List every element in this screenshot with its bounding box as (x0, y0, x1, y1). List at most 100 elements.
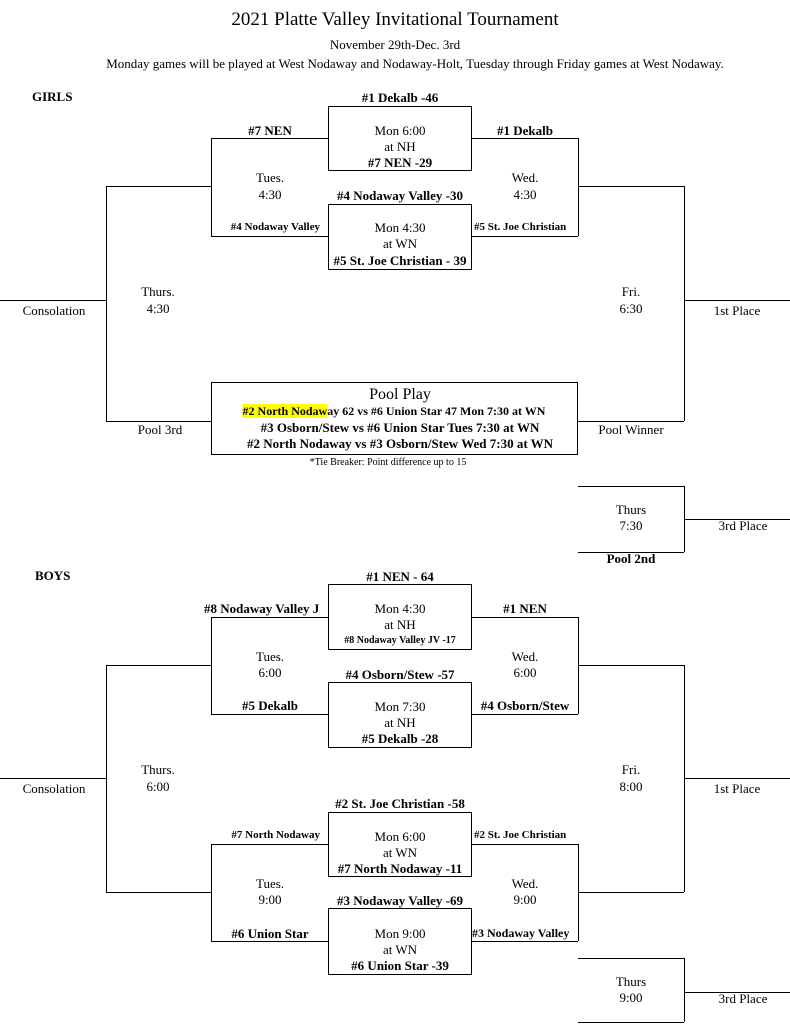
girls-third-top-line (578, 486, 684, 487)
girls-game2-location: at WN (382, 236, 418, 251)
date-range: November 29th-Dec. 3rd (329, 37, 461, 52)
girls-thurs-day: Thurs. (141, 284, 175, 299)
girls-pool-3rd-label: Pool 3rd (137, 422, 183, 437)
boys-game2-top-team: #4 Osborn/Stew -57 (345, 667, 455, 682)
boys-tues2-connector (211, 844, 212, 941)
boys-consolation-label: Consolation (22, 781, 86, 796)
girls-third-place-line (684, 519, 790, 520)
pool-play-game2: #3 Osborn/Stew vs #6 Union Star Tues 7:3… (260, 420, 540, 435)
boys-tues1-bottom-line (211, 714, 328, 715)
boys-tues2-top-line (211, 844, 328, 845)
boys-game4-box (328, 908, 472, 975)
boys-third-bottom-line (578, 1022, 684, 1023)
girls-third-time: 7:30 (619, 518, 643, 533)
girls-consolation-line (0, 300, 106, 301)
pool-play-game1-rest: ay 62 vs #6 Union Star 47 Mon 7:30 at WN (327, 404, 546, 418)
boys-third-place-label: 3rd Place (718, 991, 768, 1006)
boys-thurs-top-line (106, 665, 211, 666)
boys-third-place-line (684, 992, 790, 993)
boys-thurs-day: Thurs. (141, 762, 175, 777)
boys-game3-top-team: #2 St. Joe Christian -58 (335, 796, 465, 811)
girls-tues-top-line (211, 138, 328, 139)
boys-heading: BOYS (35, 568, 71, 583)
boys-game4-location: at WN (382, 942, 418, 957)
boys-game1-location: at NH (384, 617, 416, 632)
boys-tues2-bottom-line (211, 941, 328, 942)
girls-third-place-label: 3rd Place (718, 518, 768, 533)
girls-thurs-time: 4:30 (146, 301, 170, 316)
boys-wed1-time: 6:00 (513, 665, 537, 680)
boys-tues2-day: Tues. (255, 876, 285, 891)
boys-game3-location: at WN (382, 845, 418, 860)
girls-first-place-label: 1st Place (713, 303, 761, 318)
girls-game2-top-team: #4 Nodaway Valley -30 (336, 188, 464, 203)
girls-fri-top-line (578, 186, 684, 187)
boys-wed1-top-line (472, 617, 578, 618)
girls-wed-day: Wed. (511, 170, 539, 185)
boys-consolation-line (0, 778, 106, 779)
page-title: 2021 Platte Valley Invitational Tourname… (231, 9, 559, 30)
pool-play-game3: #2 North Nodaway vs #3 Osborn/Stew Wed 7… (246, 436, 554, 451)
girls-game1-top-team: #1 Dekalb -46 (361, 90, 439, 105)
girls-tues-day: Tues. (255, 170, 285, 185)
pool-play-title: Pool Play (369, 386, 431, 403)
boys-tues1-top-line (211, 617, 328, 618)
boys-tues1-bottom-team: #5 Dekalb (242, 698, 298, 713)
boys-game2-time: Mon 7:30 (374, 699, 426, 714)
girls-third-day: Thurs (615, 502, 647, 517)
boys-game2-bottom-team: #5 Dekalb -28 (361, 731, 439, 746)
boys-game1-bottom-team: #8 Nodaway Valley JV -17 (344, 635, 456, 646)
boys-game4-bottom-team: #6 Union Star -39 (351, 958, 449, 973)
boys-third-top-line (578, 958, 684, 959)
girls-game2-bottom-team: #5 St. Joe Christian - 39 (333, 253, 467, 268)
tie-breaker-note: *Tie Breaker: Point difference up to 15 (309, 457, 467, 468)
girls-game1-time: Mon 6:00 (374, 123, 426, 138)
girls-tues-time: 4:30 (258, 187, 282, 202)
boys-fri-time: 8:00 (619, 779, 643, 794)
boys-game3-box (328, 812, 472, 877)
boys-fri-bottom-line (578, 892, 684, 893)
girls-tues-bottom-team: #4 Nodaway Valley (230, 221, 320, 233)
girls-heading: GIRLS (32, 89, 73, 104)
boys-wed2-bottom-line (472, 941, 578, 942)
girls-thurs-bottom-line (106, 421, 211, 422)
boys-game3-time: Mon 6:00 (374, 829, 426, 844)
girls-consolation-label: Consolation (22, 303, 86, 318)
girls-game2-box (328, 204, 472, 270)
girls-fri-day: Fri. (621, 284, 641, 299)
boys-fri-day: Fri. (621, 762, 641, 777)
girls-third-bottom-line (578, 552, 684, 553)
boys-tues1-top-team: #8 Nodaway Valley J (204, 601, 320, 616)
girls-wed-time: 4:30 (513, 187, 537, 202)
boys-tues1-time: 6:00 (258, 665, 282, 680)
girls-fri-time: 6:30 (619, 301, 643, 316)
boys-game1-time: Mon 4:30 (374, 601, 426, 616)
girls-pool-2nd-label: Pool 2nd (606, 551, 656, 566)
schedule-note: Monday games will be played at West Noda… (106, 56, 724, 71)
girls-wed-bottom-line (472, 236, 578, 237)
girls-pool-winner-label: Pool Winner (598, 422, 664, 437)
girls-game1-bottom-team: #7 NEN -29 (367, 155, 433, 170)
boys-fri-top-line (578, 665, 684, 666)
boys-game1-box (328, 584, 472, 650)
boys-thurs-connector (106, 665, 107, 892)
girls-wed-top-line (472, 138, 578, 139)
girls-wed-top-team: #1 Dekalb (497, 123, 553, 138)
boys-wed1-day: Wed. (511, 649, 539, 664)
boys-wed1-bottom-team: #4 Osborn/Stew (480, 698, 570, 713)
girls-game1-location: at NH (384, 139, 416, 154)
girls-thurs-connector (106, 186, 107, 421)
girls-tues-top-team: #7 NEN (248, 123, 292, 138)
boys-tues2-time: 9:00 (258, 892, 282, 907)
boys-wed2-time: 9:00 (513, 892, 537, 907)
boys-tues2-top-team: #7 North Nodaway (231, 829, 320, 841)
girls-game1-box (328, 106, 472, 171)
girls-game2-time: Mon 4:30 (374, 220, 426, 235)
boys-tues1-connector (211, 617, 212, 714)
boys-game2-box (328, 682, 472, 748)
boys-thurs-time: 6:00 (146, 779, 170, 794)
boys-third-connector (684, 958, 685, 1022)
boys-first-place-line (684, 778, 790, 779)
boys-wed2-top-team: #2 St. Joe Christian (474, 829, 567, 841)
girls-tues-connector (211, 138, 212, 236)
